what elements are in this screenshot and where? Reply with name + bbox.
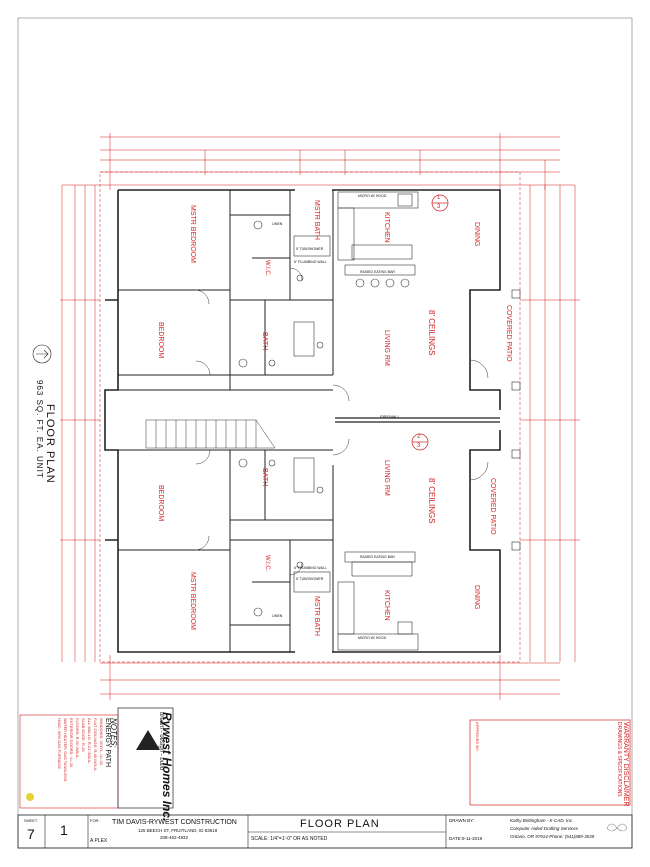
logo-brand: Rywest Homes Inc. bbox=[160, 712, 174, 822]
eating-bar-label: RAISED EATING BAR bbox=[360, 555, 395, 559]
notes-line: FLAT CEILINGS: R-49 INSUL. bbox=[93, 718, 98, 773]
room-label-living: LIVING RM bbox=[383, 460, 390, 496]
tub-label: 5' TUB/SHOWER bbox=[296, 247, 324, 251]
room-label-dining: DINING bbox=[473, 585, 480, 610]
room-label-wic: W.I.C. bbox=[264, 555, 270, 572]
firewall-label: FIREWALL bbox=[380, 414, 400, 419]
room-label-bath: BATH bbox=[261, 468, 268, 487]
warranty-subtitle: DRAWINGS & SPECIFICATIONS bbox=[616, 722, 622, 797]
energy-notes: NOTES: ENERGY PATH WINDOWS: VINYL, U=.30… bbox=[56, 718, 118, 808]
drafter-description: Computer Aided Drafting Services bbox=[510, 826, 578, 831]
eating-bar-label: RAISED EATING BAR bbox=[360, 270, 395, 274]
section-marker-sheet: 3 bbox=[437, 204, 441, 210]
micro-label: MICRO W/ HOOD bbox=[358, 194, 387, 198]
company-address: 125 BEECH ST, FRUITLAND, ID 83619 bbox=[138, 828, 218, 833]
drawn-by-label: DRAWN BY: bbox=[449, 818, 475, 823]
dimension-lines-right bbox=[520, 185, 580, 662]
warranty-disclaimer: WARRANTY DISCLAIMER DRAWINGS & SPECIFICA… bbox=[616, 722, 629, 807]
drafter-address: Ontario, OR 97914-Phone: (541)889-3539 bbox=[510, 834, 595, 839]
room-label-bath: BATH bbox=[261, 332, 268, 351]
sun-logo-icon bbox=[26, 793, 34, 801]
notes-line: FLOORS: R-30 INSUL. bbox=[75, 718, 80, 760]
dimension-lines-left bbox=[60, 185, 100, 662]
notes-line: EXTERIOR DOORS: U=.20 bbox=[69, 718, 74, 768]
sheet-label: SHEET bbox=[24, 818, 38, 823]
for-label: FOR: bbox=[90, 818, 100, 823]
bottom-title: FLOOR PLAN bbox=[300, 818, 380, 830]
notes-line: WINDOWS: VINYL, U=.30 bbox=[99, 718, 104, 766]
room-label-living: LIVING RM bbox=[383, 330, 390, 366]
micro-label: MICRO W/ HOOD bbox=[358, 636, 387, 640]
notes-subtitle: ENERGY PATH bbox=[104, 718, 111, 768]
room-label-dining: DINING bbox=[473, 222, 480, 247]
room-label-master-bedroom: MSTR BEDROOM bbox=[189, 572, 196, 630]
section-marker-2: 2 bbox=[417, 434, 421, 440]
warranty-approved: APPROVED BY: bbox=[474, 722, 480, 802]
notes-line: ALL WALLS: R-21 INSUL. bbox=[87, 718, 92, 765]
drafter-name: Kathy Brittingham - K-CAD, Inc. bbox=[510, 818, 574, 823]
room-label-wic: W.I.C. bbox=[264, 260, 270, 277]
linen-label: LINEN bbox=[272, 614, 283, 618]
notes-line: WATER HEATER: GAS TANKLESS bbox=[63, 718, 68, 782]
butterfly-logo-icon bbox=[606, 823, 628, 832]
scale-note: SCALE: 1/4"=1'-0" OR AS NOTED bbox=[251, 836, 328, 842]
interior-walls-upper bbox=[118, 190, 334, 391]
plumbing-wall-label: 6" PLUMBING WALL bbox=[294, 260, 327, 264]
sheet-number: 7 bbox=[27, 826, 35, 842]
project-type: A PLEX bbox=[90, 838, 108, 844]
room-label-master-bath: MSTR BATH bbox=[313, 596, 320, 636]
notes-line: HVAC: 96% GAS FURNACE bbox=[57, 718, 62, 770]
interior-walls-lower bbox=[118, 449, 334, 652]
sheet-total: 1 bbox=[60, 822, 68, 838]
dimension-lines-top bbox=[62, 133, 575, 190]
north-arrow-icon bbox=[32, 344, 52, 364]
company-phone: 208-452-4932 bbox=[160, 835, 189, 840]
ceiling-note: 8' CEILINGS bbox=[427, 310, 436, 356]
dimension-lines-bottom bbox=[100, 655, 560, 700]
approved-label: APPROVED BY: bbox=[475, 722, 480, 752]
linen-label: LINEN bbox=[272, 222, 283, 226]
room-label-covered-patio: COVERED PATIO bbox=[505, 305, 512, 362]
date-label: DATE: bbox=[449, 836, 462, 841]
stairs bbox=[145, 419, 276, 449]
room-label-bedroom: BEDROOM bbox=[157, 485, 164, 522]
date-value: 9-11-2019 bbox=[462, 836, 483, 841]
plumbing-wall-label: 6" PLUMBING WALL bbox=[294, 566, 327, 570]
room-label-covered-patio: COVERED PATIO bbox=[489, 478, 496, 535]
sheet-title: FLOOR PLAN bbox=[44, 404, 56, 484]
room-label-kitchen: KITCHEN bbox=[383, 590, 390, 621]
ceiling-note: 8' CEILINGS bbox=[427, 478, 436, 524]
room-label-master-bath: MSTR BATH bbox=[313, 200, 320, 240]
company-logo: Rywest Homes Inc. dream - design - build bbox=[158, 712, 174, 822]
logo-house-icon bbox=[136, 730, 160, 750]
room-label-master-bedroom: MSTR BEDROOM bbox=[189, 205, 196, 263]
warranty-title: WARRANTY DISCLAIMER bbox=[622, 722, 629, 807]
company-name: TIM DAVIS-RYWEST CONSTRUCTION bbox=[112, 819, 237, 826]
sheet-subtitle: 963 SQ. FT. EA. UNIT bbox=[35, 380, 44, 479]
tub-label: 5' TUB/SHOWER bbox=[296, 577, 324, 581]
section-marker-1: 1 bbox=[437, 195, 441, 201]
room-label-bedroom: BEDROOM bbox=[157, 322, 164, 359]
room-label-kitchen: KITCHEN bbox=[383, 212, 390, 243]
section-marker-sheet: 3 bbox=[417, 443, 421, 449]
